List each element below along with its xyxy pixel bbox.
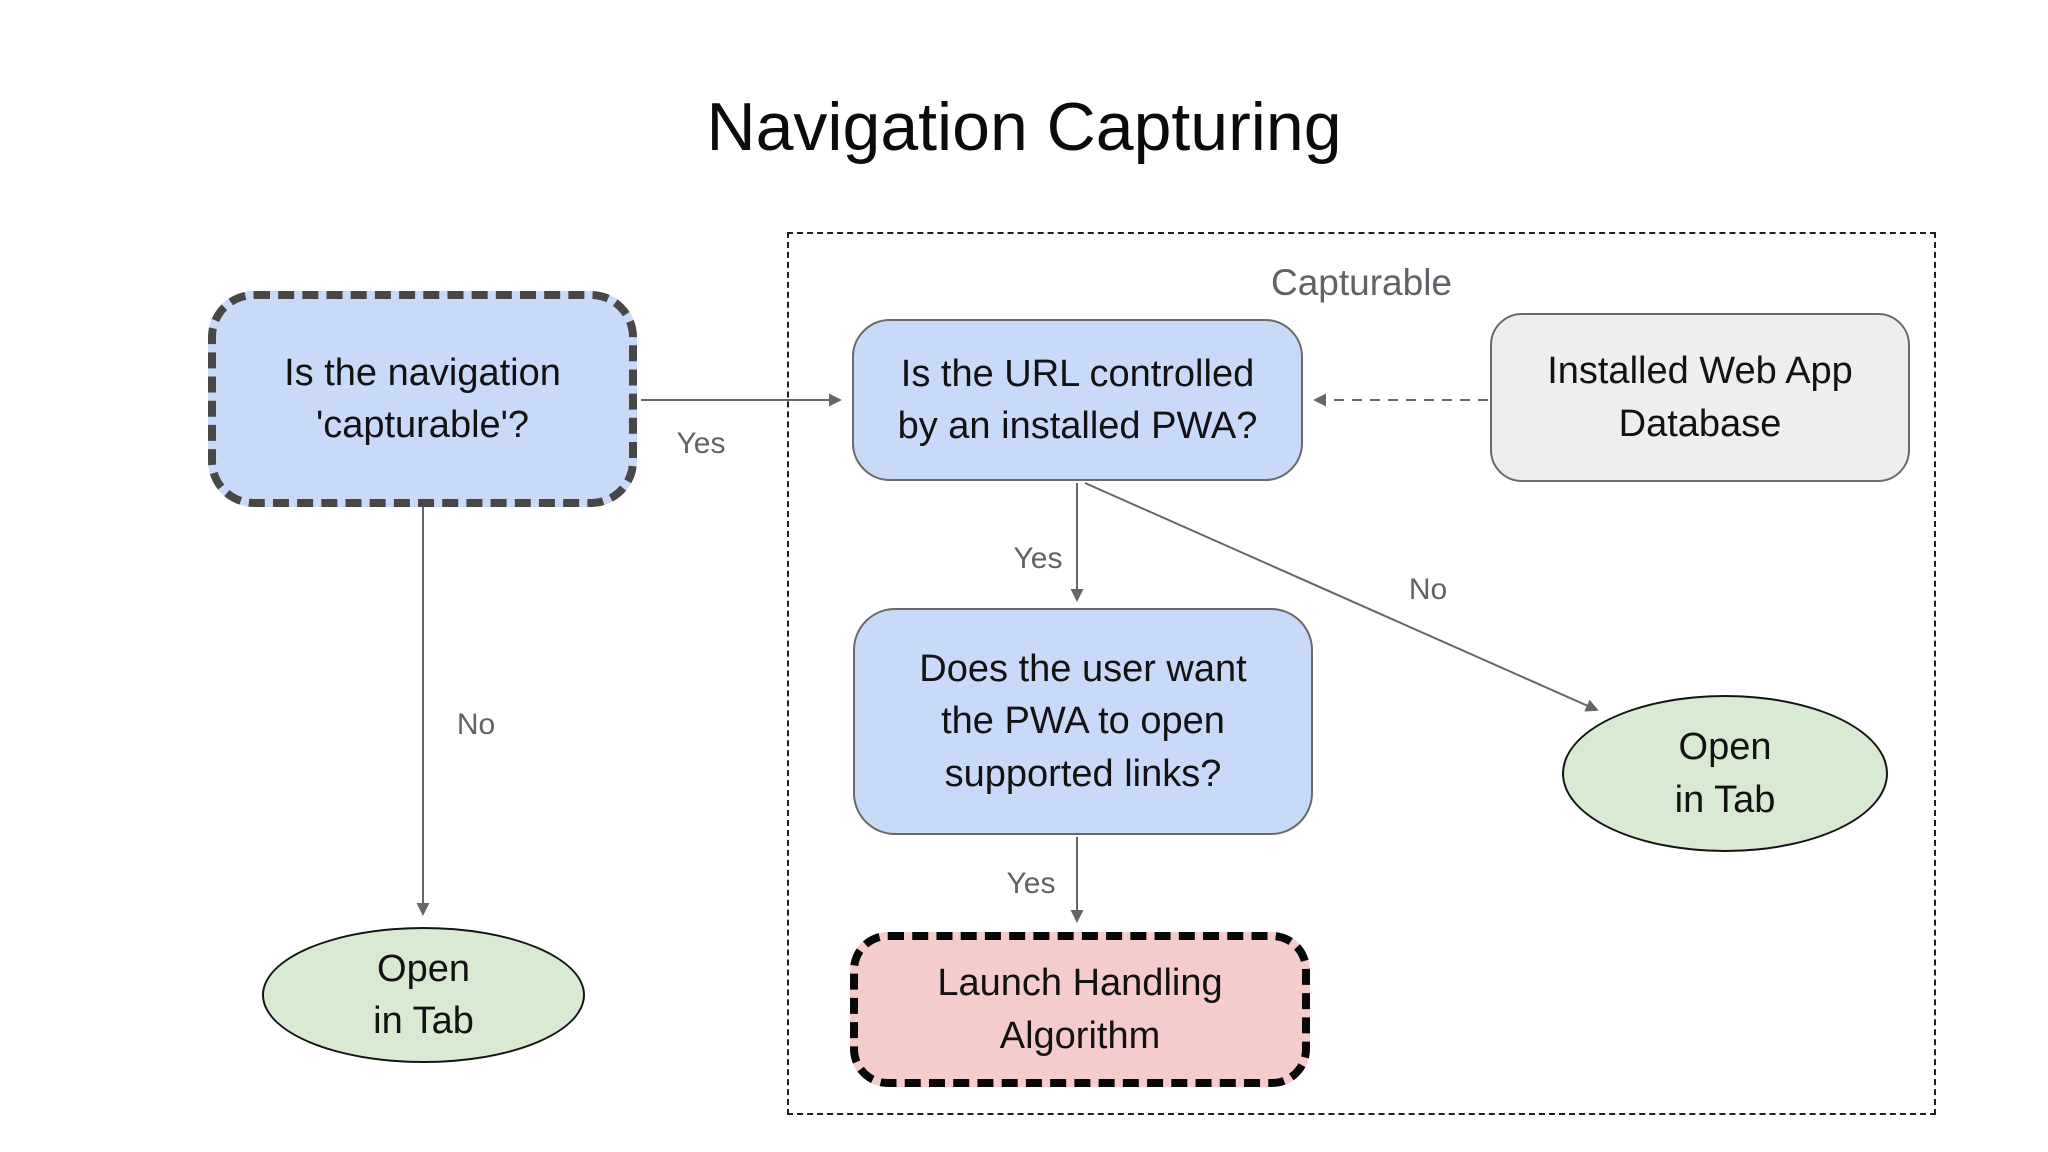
- node-is-navigation-capturable-label: Is the navigation 'capturable'?: [284, 351, 561, 446]
- edge-pwa-no-arrow: [1084, 482, 1599, 712]
- node-installed-web-app-database-label: Installed Web App Database: [1547, 350, 1853, 445]
- node-installed-web-app-database: Installed Web App Database: [1490, 313, 1910, 482]
- edge-label-capturable-no: No: [456, 708, 496, 741]
- node-is-url-controlled-by-pwa-label: Is the URL controlled by an installed PW…: [897, 352, 1258, 447]
- node-launch-handling-algorithm-label: Launch Handling Algorithm: [937, 962, 1223, 1057]
- node-is-navigation-capturable: Is the navigation 'capturable'?: [208, 291, 637, 507]
- diagram-title: Navigation Capturing: [706, 89, 1342, 165]
- edge-label-links-yes: Yes: [1006, 867, 1056, 900]
- capturable-group-label: Capturable: [1270, 262, 1452, 303]
- node-open-in-tab-right-label: Open in Tab: [1674, 726, 1776, 821]
- node-launch-handling-algorithm: Launch Handling Algorithm: [850, 932, 1310, 1087]
- node-is-url-controlled-by-pwa: Is the URL controlled by an installed PW…: [852, 319, 1303, 481]
- edge-label-pwa-no: No: [1408, 573, 1448, 606]
- node-does-user-want-pwa-open-links-label: Does the user want the PWA to open suppo…: [919, 647, 1247, 795]
- node-open-in-tab-right: Open in Tab: [1562, 695, 1888, 852]
- node-open-in-tab-left: Open in Tab: [262, 927, 585, 1063]
- node-does-user-want-pwa-open-links: Does the user want the PWA to open suppo…: [853, 608, 1313, 835]
- capturable-group-outline: Capturable: [787, 232, 1936, 1115]
- edge-label-capturable-yes: Yes: [676, 427, 726, 460]
- node-open-in-tab-left-label: Open in Tab: [373, 947, 474, 1042]
- edge-label-pwa-yes: Yes: [1013, 542, 1063, 575]
